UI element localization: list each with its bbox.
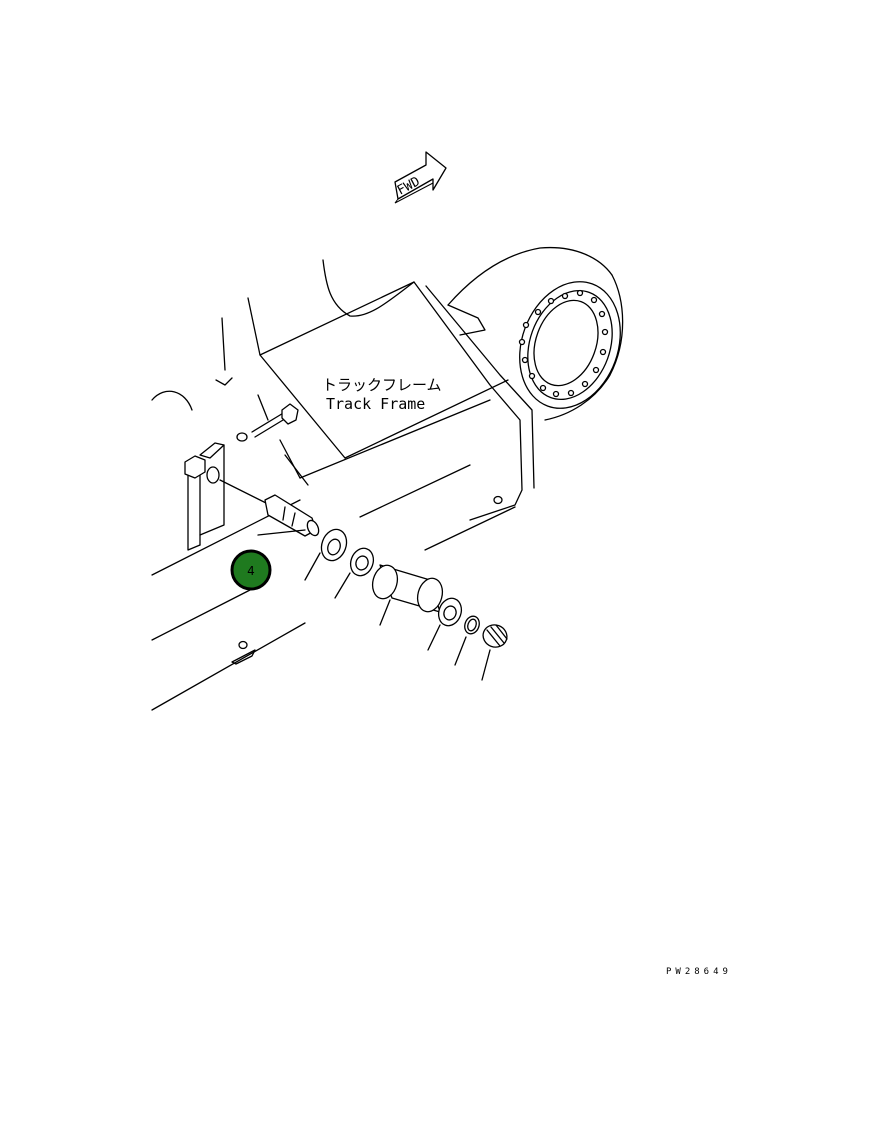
track-frame-label: トラックフレーム Track Frame — [322, 376, 442, 413]
callout-badge-4[interactable]: 4 — [230, 549, 272, 591]
track-frame-label-jp: トラックフレーム — [322, 376, 442, 394]
figure-code: PW28649 — [666, 967, 732, 977]
bearing-1 — [304, 528, 348, 581]
callout-number: 4 — [247, 564, 255, 578]
bolt-holes — [518, 289, 609, 398]
bushing — [371, 564, 444, 626]
cap — [481, 624, 508, 681]
callout-circle — [230, 549, 272, 591]
bracket — [184, 442, 271, 551]
track-frame-label-en: Track Frame — [326, 395, 425, 413]
mounting-bolt — [236, 394, 299, 442]
snap-ring — [454, 615, 480, 666]
track-frame — [151, 259, 535, 711]
shaft — [257, 494, 320, 537]
bearing-3 — [427, 597, 463, 651]
bearing-2 — [334, 547, 375, 599]
idler-housing — [447, 246, 624, 421]
fwd-arrow: FWD — [394, 151, 447, 204]
